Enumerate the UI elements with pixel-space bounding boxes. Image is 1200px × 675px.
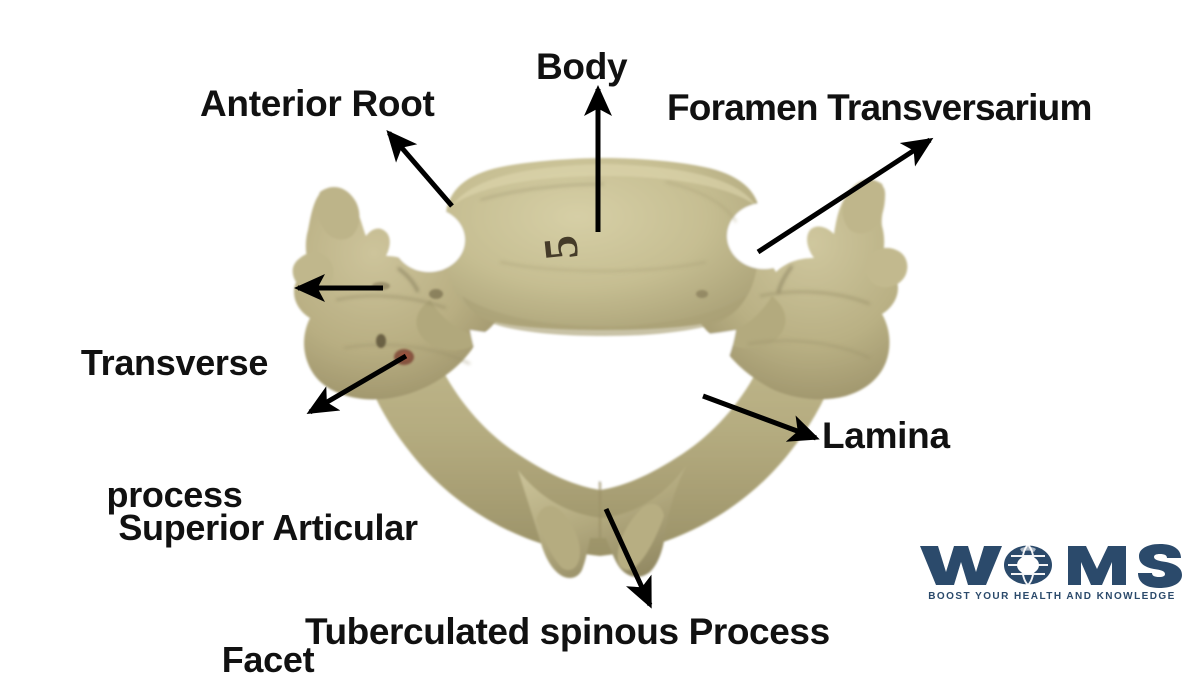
bone-surface-texture	[335, 181, 871, 365]
woms-logo[interactable]: BOOST YOUR HEALTH AND KNOWLEDGE	[916, 540, 1188, 612]
label-body: Body	[536, 46, 628, 87]
label-superior-articular-facet-line2: Facet	[221, 638, 315, 675]
label-lamina: Lamina	[822, 415, 950, 456]
label-transverse-process: Transverse process	[52, 253, 297, 604]
label-superior-articular-facet-line1: Superior Articular	[118, 506, 418, 548]
label-transverse-process-line2: process	[106, 473, 243, 515]
label-foramen-transversarium: Foramen Transversarium	[667, 87, 1092, 128]
label-tuberculated-spinous-process: Tuberculated spinous Process	[305, 611, 830, 652]
label-superior-articular-facet: Superior Articular Facet	[68, 418, 468, 675]
woms-wordmark-icon	[920, 544, 1182, 588]
label-anterior-root: Anterior Root	[200, 83, 435, 124]
specimen-number: 5	[534, 233, 589, 262]
woms-tagline: BOOST YOUR HEALTH AND KNOWLEDGE	[928, 591, 1176, 602]
label-transverse-process-line1: Transverse	[80, 341, 269, 383]
